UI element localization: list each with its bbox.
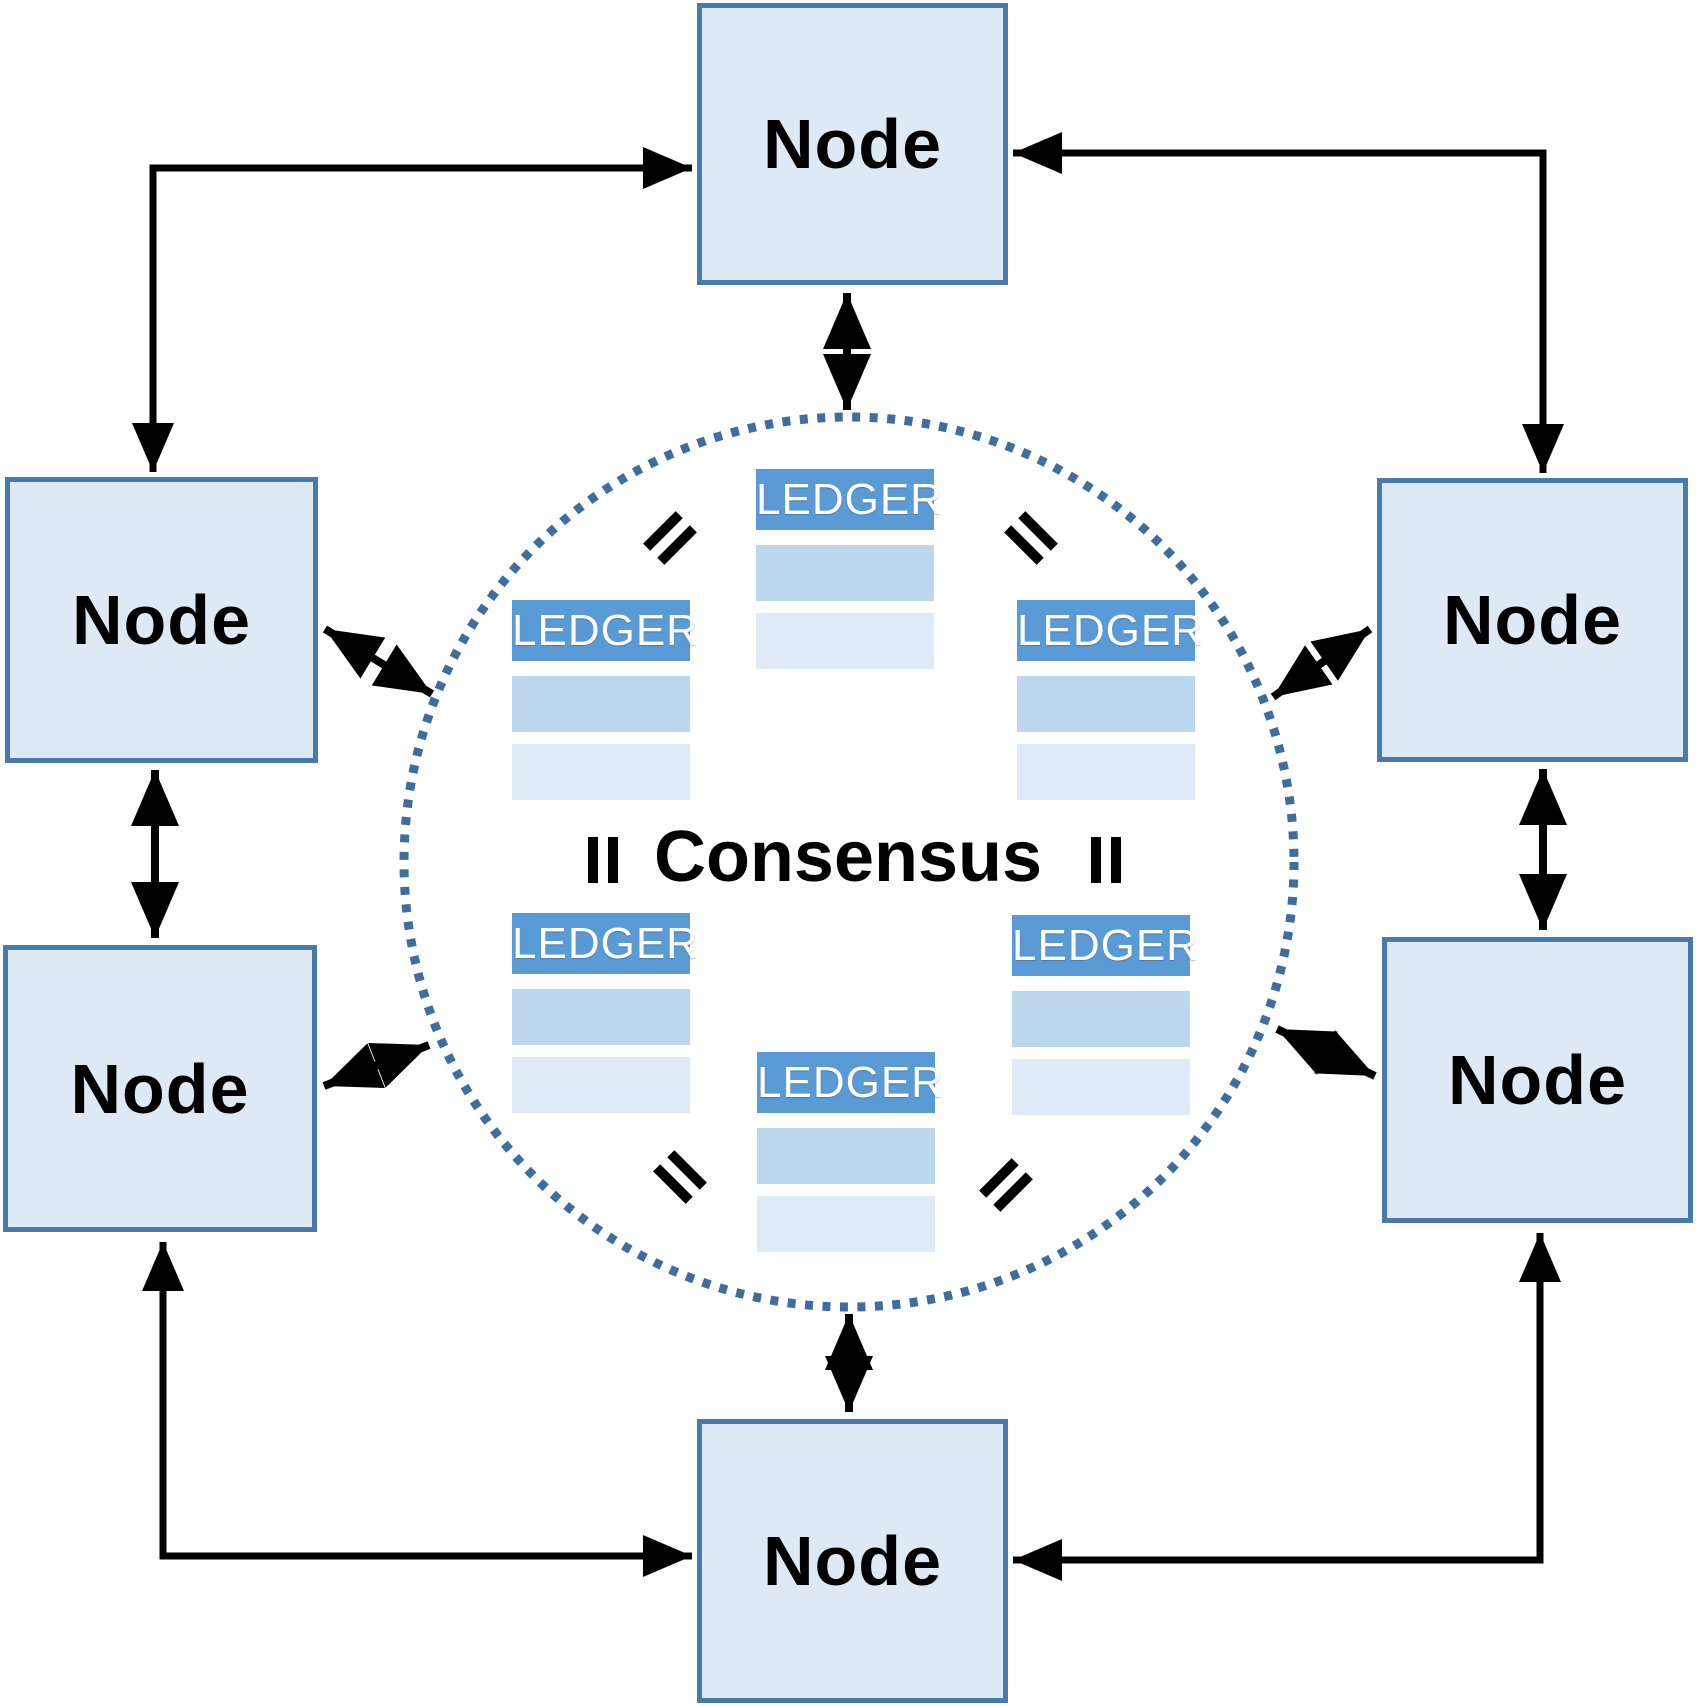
ledger-row (512, 744, 690, 800)
ledger-stack-upper-left: LEDGER (512, 600, 698, 800)
ledger-header: LEDGER (756, 469, 942, 530)
connector-left-upper-to-top (132, 147, 692, 472)
node-box-right-lower: Node (1382, 937, 1693, 1223)
ledger-row (1017, 676, 1195, 732)
node-box-left-lower: Node (3, 945, 317, 1232)
equals-mark-upper-left (643, 511, 697, 565)
node-label: Node (72, 581, 251, 659)
node-box-left-upper: Node (5, 477, 318, 763)
equals-mark-lower-left (653, 1150, 707, 1204)
ledger-row (512, 676, 690, 732)
ledger-stack-top-center: LEDGER (756, 469, 942, 669)
node-label: Node (1448, 1041, 1627, 1119)
equals-mark-lower-right (979, 1158, 1033, 1212)
ledger-header: LEDGER (1017, 600, 1203, 661)
ledger-row (757, 1128, 935, 1184)
equals-mark-middle-right (1091, 837, 1121, 883)
equals-mark-upper-right (1004, 511, 1058, 565)
connector-left-lower-to-bottom (142, 1242, 692, 1577)
equals-bar (1111, 837, 1121, 883)
consensus-label: Consensus (653, 817, 1043, 897)
equals-bar (588, 837, 598, 883)
connector-right-lower-to-bottom (1013, 1233, 1561, 1581)
ledger-row (757, 1196, 935, 1252)
ledger-stack-upper-right: LEDGER (1017, 600, 1203, 800)
equals-bar (608, 837, 618, 883)
ledger-row (512, 1057, 690, 1113)
node-label: Node (763, 1522, 942, 1600)
node-box-top: Node (697, 3, 1008, 285)
ledger-row (1012, 991, 1190, 1047)
equals-mark-middle-left (588, 837, 618, 883)
node-box-right-upper: Node (1377, 478, 1688, 762)
connector-top-to-right-upper (1013, 132, 1564, 473)
node-label: Node (70, 1049, 250, 1128)
ledger-stack-lower-left: LEDGER (512, 913, 698, 1113)
node-label: Node (1443, 581, 1622, 659)
ledger-header: LEDGER (512, 600, 698, 661)
ledger-row (1017, 744, 1195, 800)
ledger-row (756, 613, 934, 669)
ledger-header: LEDGER (512, 913, 698, 974)
ledger-row (1012, 1059, 1190, 1115)
ledger-header: LEDGER (1012, 915, 1198, 976)
ledger-stack-bottom-center: LEDGER (757, 1052, 943, 1252)
node-label: Node (763, 105, 942, 183)
ledger-row (756, 545, 934, 601)
equals-bar (1091, 837, 1101, 883)
connector-right-lower-circle (1275, 1025, 1377, 1080)
ledger-header: LEDGER (757, 1052, 943, 1113)
ledger-stack-lower-right: LEDGER (1012, 915, 1198, 1115)
connector-left-lower-circle (322, 1041, 431, 1090)
node-box-bottom: Node (697, 1419, 1008, 1703)
connector-left-upper-circle (322, 625, 435, 698)
connector-right-upper-circle (1270, 625, 1373, 701)
ledger-row (512, 989, 690, 1045)
